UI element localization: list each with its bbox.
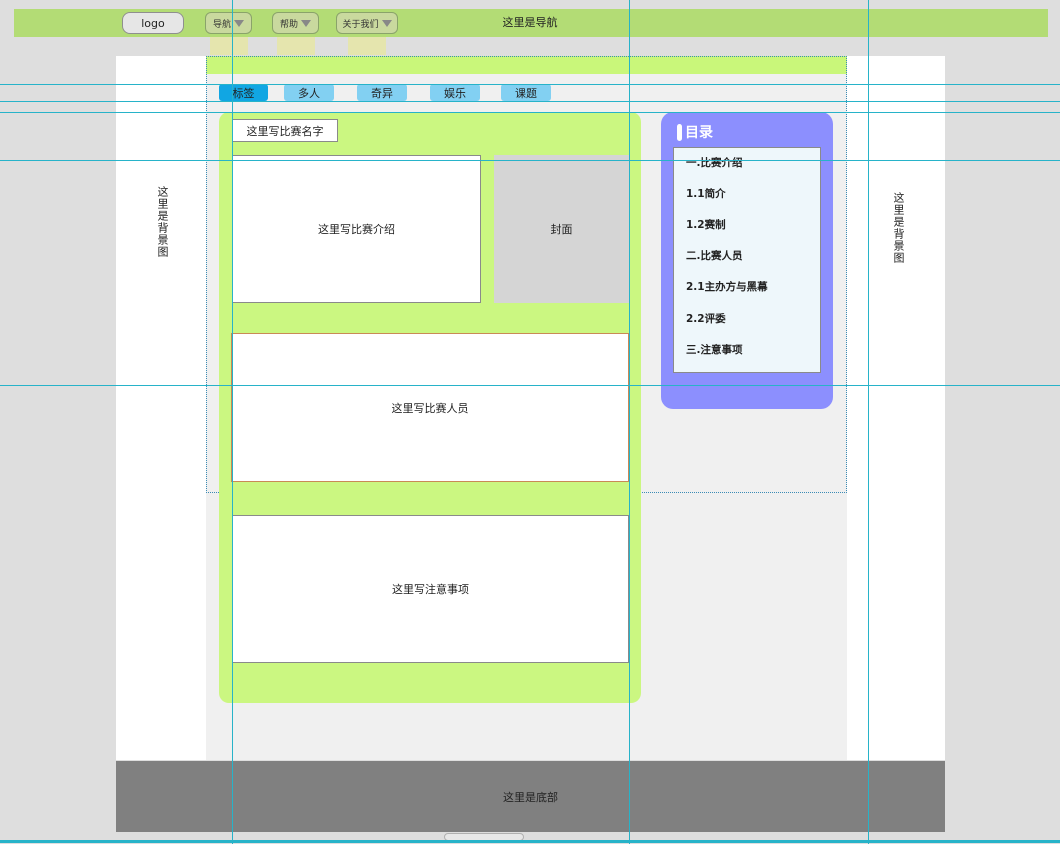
help-menu-button[interactable]: 帮助 [272, 12, 319, 34]
tab-strange[interactable]: 奇异 [357, 84, 407, 101]
nav-bar [14, 9, 1048, 37]
toc-item[interactable]: 1.1简介 [686, 188, 726, 200]
guide-line-horizontal [0, 101, 1060, 102]
chevron-down-icon [234, 19, 244, 27]
guide-line-vertical [629, 0, 630, 844]
guide-line-horizontal [0, 84, 1060, 85]
cover-image: 封面 [494, 155, 629, 303]
competition-intro-box: 这里写比赛介绍 [232, 155, 481, 303]
logo-button[interactable]: logo [122, 12, 184, 34]
toc-title-marker [677, 124, 682, 141]
about-menu-button[interactable]: 关于我们 [336, 12, 398, 34]
toc-list [673, 147, 821, 373]
about-dropdown-placeholder [348, 37, 386, 55]
footer: 这里是底部 [116, 761, 945, 832]
nav-title: 这里是导航 [502, 16, 558, 29]
help-dropdown-placeholder [277, 37, 315, 55]
tab-tag[interactable]: 标签 [219, 84, 268, 101]
chevron-down-icon [381, 19, 392, 27]
guide-line-horizontal [0, 160, 1060, 161]
about-menu-label: 关于我们 [342, 19, 379, 30]
guide-line-horizontal [0, 840, 1060, 843]
toc-item[interactable]: 2.2评委 [686, 313, 726, 325]
toc-item[interactable]: 1.2赛制 [686, 219, 726, 231]
help-menu-label: 帮助 [279, 19, 298, 30]
competition-name-field[interactable]: 这里写比赛名字 [232, 119, 338, 142]
nav-menu-label: 导航 [212, 19, 231, 30]
guide-line-horizontal [0, 112, 1060, 113]
toc-item[interactable]: 三.注意事项 [686, 344, 743, 356]
guide-line-vertical [868, 0, 869, 844]
guide-line-vertical [232, 0, 233, 844]
chevron-down-icon [301, 19, 311, 27]
right-background-label: 这里是背景图 [892, 192, 905, 264]
left-background-label: 这里是背景图 [156, 186, 169, 258]
toc-item[interactable]: 二.比赛人员 [686, 250, 743, 262]
tab-multiplayer[interactable]: 多人 [284, 84, 334, 101]
nav-menu-button[interactable]: 导航 [205, 12, 252, 34]
competition-members-box: 这里写比赛人员 [231, 333, 629, 482]
nav-dropdown-placeholder [210, 37, 248, 55]
guide-line-horizontal [0, 385, 1060, 386]
tab-entertainment[interactable]: 娱乐 [430, 84, 480, 101]
toc-item[interactable]: 2.1主办方与黑幕 [686, 281, 768, 293]
toc-title: 目录 [685, 125, 713, 141]
toc-item[interactable]: 一.比赛介绍 [686, 157, 743, 169]
content-top-strip [206, 56, 847, 74]
tab-topic[interactable]: 课题 [501, 84, 551, 101]
competition-notes-box: 这里写注意事项 [232, 515, 629, 663]
